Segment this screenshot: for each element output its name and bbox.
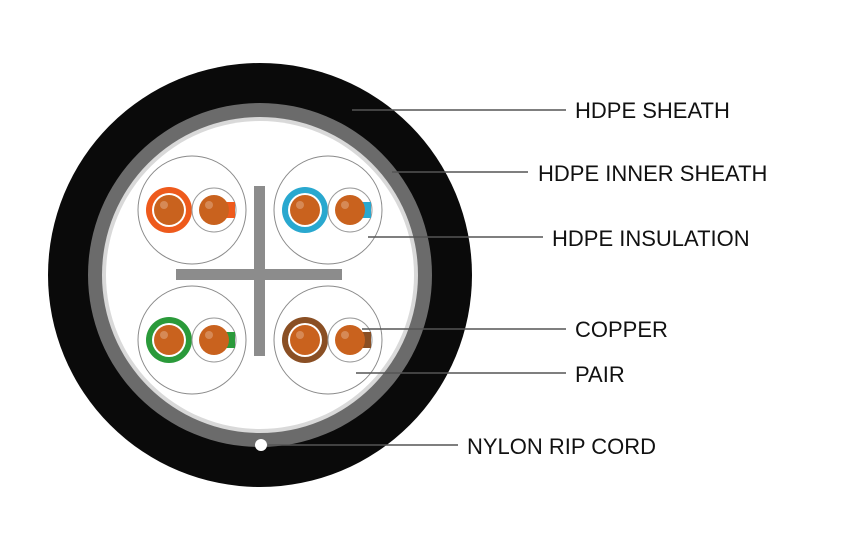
copper-core-brown bbox=[290, 325, 320, 355]
copper-core-orange bbox=[154, 195, 184, 225]
copper-highlight-white-orange bbox=[205, 201, 213, 209]
copper-core-green bbox=[154, 325, 184, 355]
copper-highlight-blue bbox=[296, 201, 304, 209]
copper-highlight-white-blue bbox=[341, 201, 349, 209]
copper-highlight-white-green bbox=[205, 331, 213, 339]
cross-separator-vertical bbox=[254, 186, 265, 356]
rip-cord bbox=[255, 439, 267, 451]
label-outer-sheath: HDPE SHEATH bbox=[575, 98, 730, 123]
copper-highlight-green bbox=[160, 331, 168, 339]
pair-brown bbox=[273, 285, 383, 395]
pair-green bbox=[137, 285, 247, 395]
label-insulation: HDPE INSULATION bbox=[552, 226, 750, 251]
conductor-stripe-orange bbox=[226, 202, 235, 218]
pair-orange bbox=[137, 155, 247, 265]
copper-highlight-white-brown bbox=[341, 331, 349, 339]
copper-core-white-blue bbox=[335, 195, 365, 225]
pair-blue bbox=[273, 155, 383, 265]
pair-outline-green bbox=[137, 285, 247, 395]
pair-outline-brown bbox=[273, 285, 383, 395]
twisted-pairs bbox=[137, 155, 383, 395]
copper-core-blue bbox=[290, 195, 320, 225]
pair-outline-blue bbox=[273, 155, 383, 265]
conductor-stripe-green bbox=[226, 332, 235, 348]
copper-highlight-brown bbox=[296, 331, 304, 339]
label-inner-sheath: HDPE INNER SHEATH bbox=[538, 161, 767, 186]
leader-lines bbox=[268, 109, 566, 446]
conductor-stripe-blue bbox=[362, 202, 371, 218]
pair-outline-orange bbox=[137, 155, 247, 265]
label-copper: COPPER bbox=[575, 317, 668, 342]
copper-core-white-green bbox=[199, 325, 229, 355]
copper-highlight-orange bbox=[160, 201, 168, 209]
label-pair: PAIR bbox=[575, 362, 625, 387]
copper-core-white-brown bbox=[335, 325, 365, 355]
copper-core-white-orange bbox=[199, 195, 229, 225]
label-rip-cord: NYLON RIP CORD bbox=[467, 434, 656, 459]
conductor-stripe-brown bbox=[362, 332, 371, 348]
